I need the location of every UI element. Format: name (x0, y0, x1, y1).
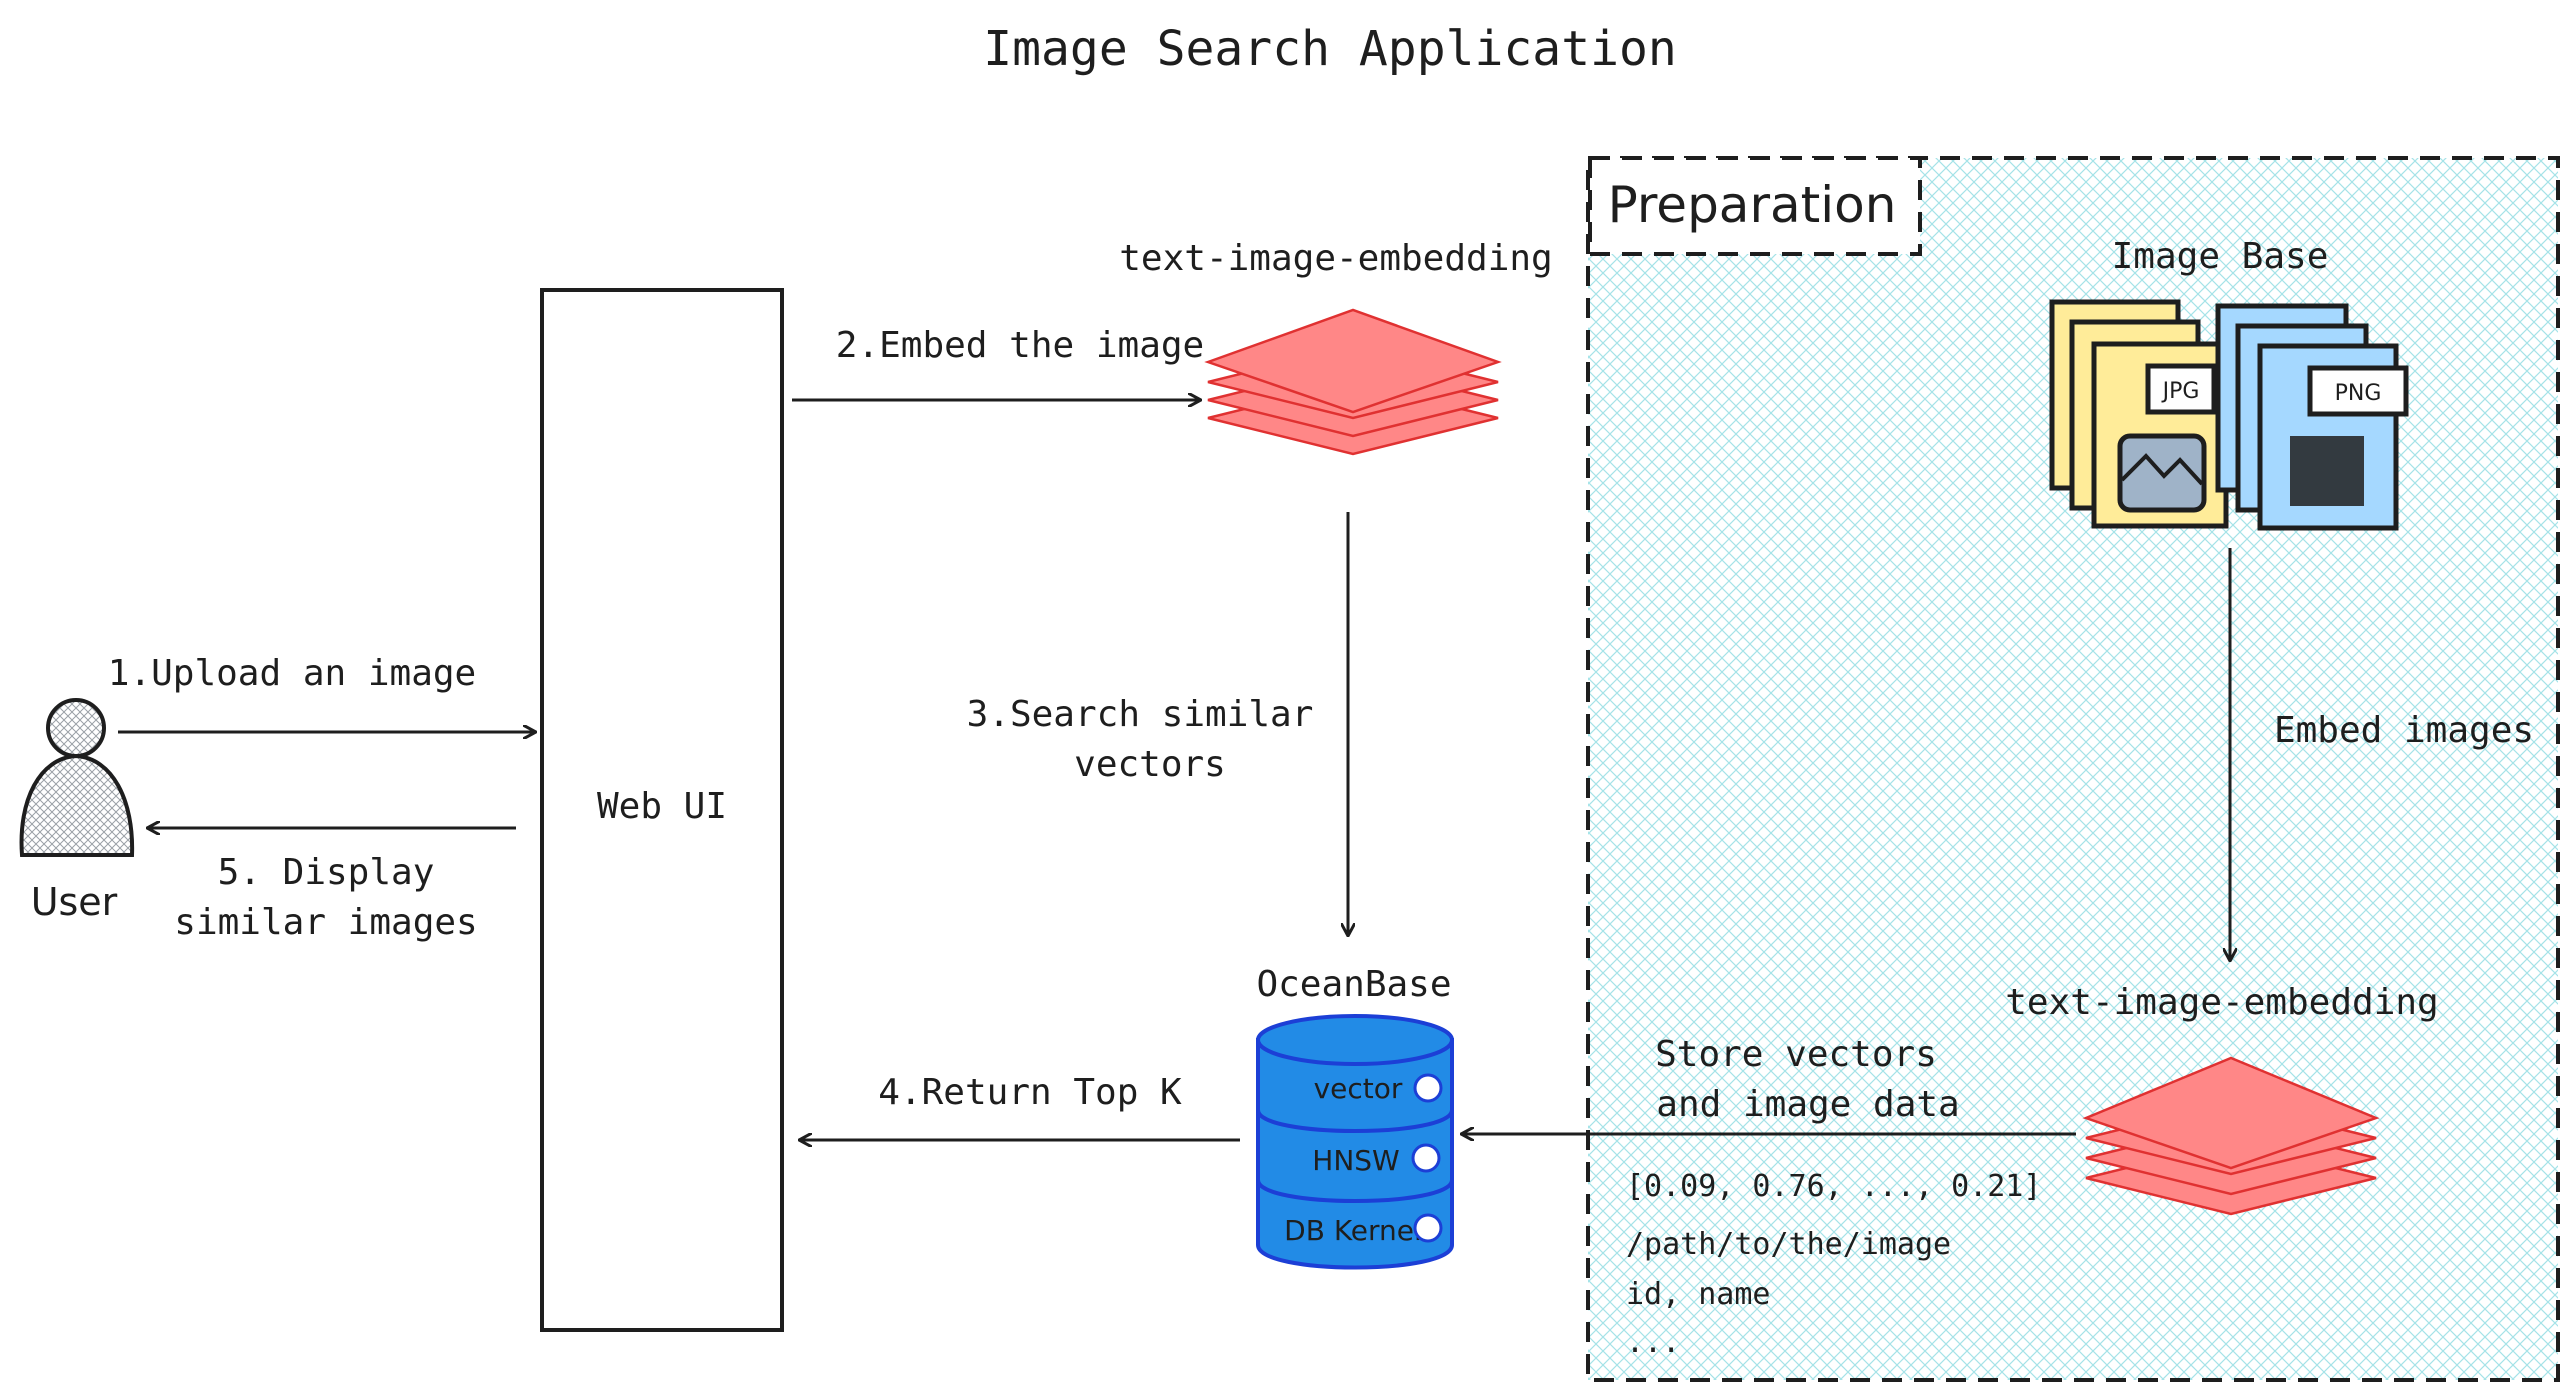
user-body (19, 753, 135, 857)
step-return-label: 4.Return Top K (878, 1072, 1182, 1113)
database-led-hnsw (1411, 1143, 1441, 1173)
diagram-title: Image Search Application (983, 21, 1677, 77)
png-label: PNG (2335, 381, 2382, 406)
database-layer-hnsw: HNSW (1312, 1144, 1399, 1177)
web-ui-label: Web UI (597, 786, 727, 827)
step-store-label-line2: and image data (1656, 1084, 1959, 1125)
step-display-label-line2: similar images (174, 902, 477, 943)
database-led-vector (1413, 1073, 1443, 1103)
step-display-label-line1: 5. Display (218, 852, 435, 893)
jpg-stack-icon (2049, 299, 2229, 529)
database-led-kernel (1413, 1213, 1443, 1243)
web-ui-box: Web UI (540, 288, 784, 1332)
stored-data-vector: [0.09, 0.76, ..., 0.21] (1626, 1169, 2041, 1204)
user-head (46, 698, 106, 758)
embedding-top-label: text-image-embedding (1119, 238, 1552, 279)
user-actor: User (19, 698, 135, 924)
embedding-bottom-label: text-image-embedding (2005, 982, 2438, 1023)
embedding-top-icon (1204, 308, 1502, 456)
preparation-label-box (1588, 156, 1922, 256)
image-base-label: Image Base (2112, 236, 2329, 277)
png-stack-icon (2215, 303, 2409, 531)
step-upload-label: 1.Upload an image (108, 653, 476, 694)
database-layer-kernel: DB Kernel (1284, 1214, 1422, 1247)
database-label: OceanBase (1256, 964, 1451, 1005)
embedding-bottom-icon (2082, 1056, 2380, 1216)
preparation-label: Preparation (1608, 176, 1897, 234)
stored-data-more: ... (1626, 1325, 1680, 1360)
jpg-label: JPG (2161, 379, 2200, 404)
database-cylinder (1256, 1014, 1454, 1270)
user-label: User (31, 880, 118, 924)
step-store-label-line1: Store vectors (1655, 1034, 1937, 1075)
step-search-label-line2: vectors (1074, 744, 1226, 785)
database-layer-vector: vector (1314, 1072, 1403, 1105)
stored-data-id: id, name (1626, 1277, 1771, 1312)
stored-data-path: /path/to/the/image (1626, 1227, 1951, 1262)
step-embed-images-label: Embed images (2274, 710, 2534, 751)
step-embed-label: 2.Embed the image (836, 325, 1204, 366)
step-search-label-line1: 3.Search similar (967, 694, 1314, 735)
